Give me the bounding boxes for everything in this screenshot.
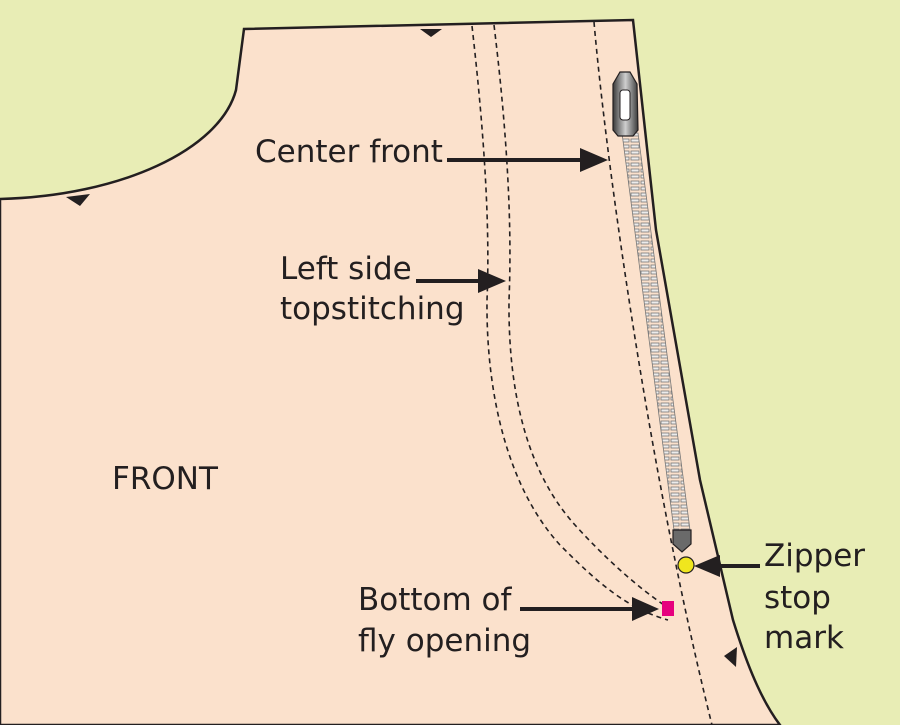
zipper-stop	[672, 529, 692, 553]
label-zipper: Zipper	[764, 538, 866, 574]
label-fly-opening: fly opening	[358, 623, 532, 659]
center-front-line	[593, 21, 713, 725]
fly-opening-mark	[662, 601, 674, 616]
label-center-front: Center front	[255, 134, 443, 170]
label-stop: stop	[764, 580, 831, 616]
label-topstitching: topstitching	[280, 291, 465, 327]
pattern-piece-front	[0, 18, 782, 725]
notch-crotch	[724, 647, 737, 667]
topstitching-line-outer	[471, 25, 669, 621]
label-mark: mark	[764, 620, 844, 656]
fly-opening-arrowhead	[632, 597, 659, 621]
notch-neckline	[66, 194, 90, 206]
zipper-pull-slot	[619, 89, 631, 121]
label-bottom-of: Bottom of	[358, 582, 512, 618]
zipper-stop-arrowhead	[694, 555, 720, 577]
center-front-arrowhead	[580, 148, 608, 172]
notch-waist	[420, 29, 442, 37]
label-front: FRONT	[112, 461, 218, 497]
left-side-arrowhead	[478, 269, 506, 293]
label-left-side: Left side	[280, 251, 412, 287]
zipper	[612, 71, 692, 553]
callout-arrows	[416, 148, 760, 621]
zipper-stop-mark-dot	[677, 556, 695, 574]
